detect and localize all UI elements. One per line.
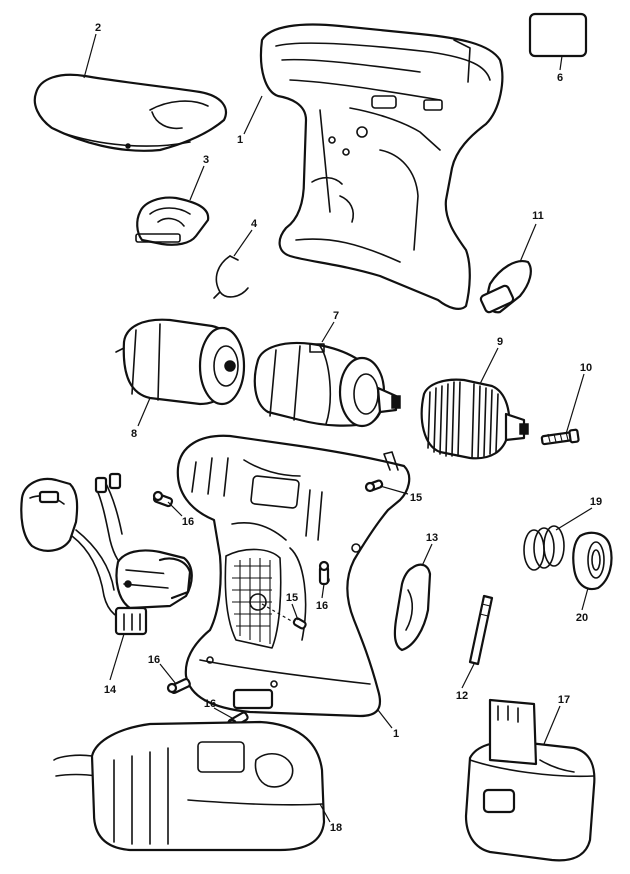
- label-part-19: 19: [590, 496, 602, 508]
- part-15-screw-a: [364, 479, 384, 493]
- part-2-top-cover: [33, 73, 227, 152]
- part-1-housing-main: [176, 434, 411, 718]
- label-part-14: 14: [104, 684, 117, 696]
- label-part-11: 11: [532, 210, 544, 222]
- part-17-battery: [464, 698, 596, 862]
- label-part-10: 10: [580, 362, 592, 374]
- part-4-spring-clip: [213, 255, 249, 299]
- part-8-motor: [115, 318, 246, 406]
- label-part-17: 17: [558, 694, 570, 706]
- part-16-screw-a: [152, 490, 174, 508]
- label-part-16-b: 16: [316, 600, 328, 612]
- part-19-springs: [523, 525, 565, 571]
- part-3-switch-lever: [135, 196, 210, 246]
- part-9-chuck: [420, 378, 529, 460]
- label-part-16-c: 16: [148, 654, 160, 666]
- part-6-pad: [528, 12, 588, 58]
- part-16-screw-c: [166, 678, 191, 694]
- part-7-gearbox: [253, 341, 401, 428]
- part-20-collar: [572, 531, 613, 591]
- part-10-screw: [540, 428, 580, 446]
- label-part-4: 4: [251, 218, 258, 230]
- leader-lines: [83, 33, 593, 823]
- part-15-screw-b: [261, 603, 307, 630]
- part-14-switch-wiring: [20, 472, 193, 636]
- label-part-20: 20: [576, 612, 588, 624]
- label-part-2: 2: [95, 22, 101, 34]
- label-part-8: 8: [131, 428, 137, 440]
- label-part-1-top: 1: [237, 134, 243, 146]
- part-11-slider-button: [479, 260, 532, 314]
- label-part-6: 6: [557, 72, 563, 84]
- label-part-15-b: 15: [286, 592, 298, 604]
- label-part-16-d: 16: [204, 698, 216, 710]
- label-part-7: 7: [333, 310, 339, 322]
- part-labels: 2 1 3 4 6 7 8 9 10 11 16 15 13 16 15 14 …: [95, 22, 602, 834]
- label-part-9: 9: [497, 336, 503, 348]
- label-part-1-main: 1: [393, 728, 399, 740]
- label-part-3: 3: [203, 154, 209, 166]
- part-13-side-plate: [393, 563, 432, 652]
- label-part-12: 12: [456, 690, 468, 702]
- label-part-18: 18: [330, 822, 342, 834]
- label-part-13: 13: [426, 532, 438, 544]
- label-part-16-a: 16: [182, 516, 194, 528]
- part-16-screw-b: [318, 560, 330, 586]
- part-1-housing-top: [259, 23, 504, 310]
- part-18-charger: [53, 720, 326, 852]
- part-12-bit: [468, 594, 494, 666]
- label-part-15-a: 15: [410, 492, 422, 504]
